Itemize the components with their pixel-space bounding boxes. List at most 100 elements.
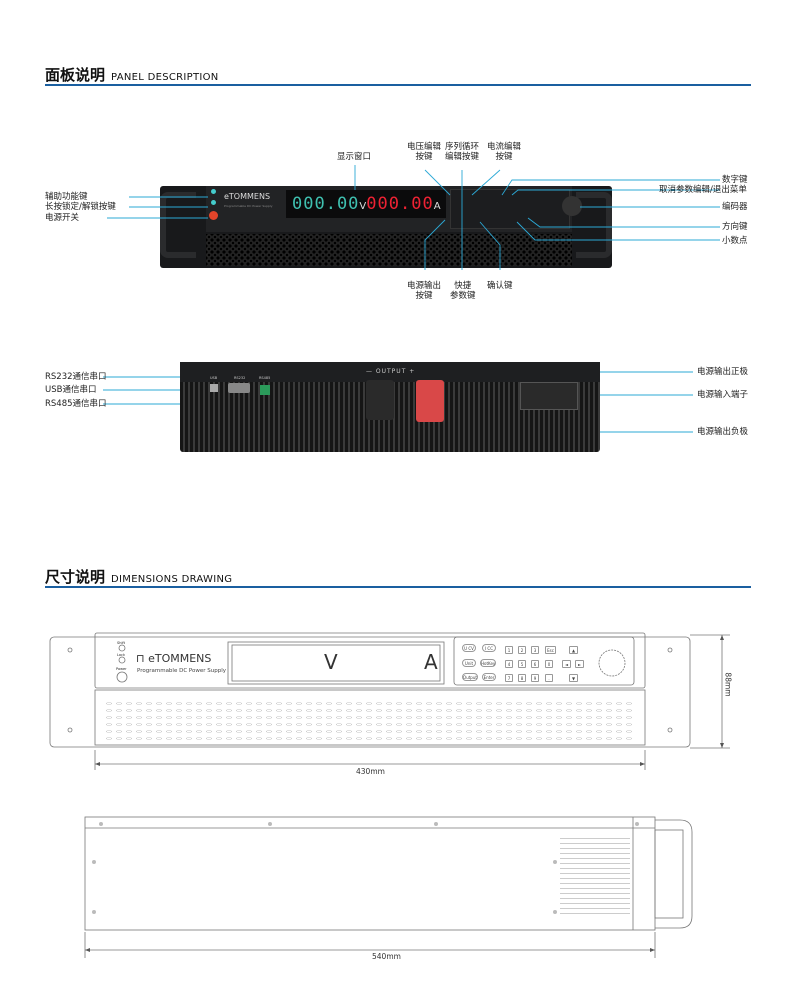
rs232-port: [228, 383, 250, 393]
drawing-key: ▲: [569, 646, 578, 654]
rs485-label: RS485: [259, 376, 271, 380]
title-en: DIMENSIONS DRAWING: [111, 574, 233, 585]
l1: 序列循环: [445, 142, 480, 152]
label-encoder: 编码器: [722, 202, 748, 212]
label-confirm: 确认键: [487, 281, 513, 291]
l1: 快捷: [454, 281, 472, 291]
drawing-key: Esc: [545, 646, 556, 654]
brand-subtitle: Programmable DC Power Supply: [224, 204, 273, 208]
amp-unit: A: [433, 201, 441, 212]
encoder-knob: [562, 196, 582, 216]
title-en: PANEL DESCRIPTION: [111, 72, 219, 83]
title-cn: 尺寸说明: [45, 568, 106, 586]
drawing-key: 9: [531, 674, 539, 682]
drawing-key: Output: [462, 673, 478, 681]
lock-label: Lock: [117, 653, 125, 657]
label-decimal: 小数点: [722, 236, 748, 246]
label-numeric: 数字键: [722, 175, 748, 185]
left-handle: [160, 192, 196, 258]
front-vent: [206, 234, 572, 266]
rs485-port: [260, 385, 270, 395]
drawing-key: U CV: [462, 644, 476, 652]
brand-logo: eTOMMENS: [224, 192, 271, 201]
drawing-key: Enter: [482, 673, 496, 681]
usb-label: USB: [210, 376, 218, 380]
l1: 电源输出: [407, 281, 442, 291]
label-input: 电源输入端子: [697, 390, 749, 400]
l2: 按键: [415, 291, 433, 301]
negative-terminal: [366, 380, 394, 420]
l2: 编辑按键: [445, 152, 480, 162]
voltage-readout: 000.00: [292, 194, 360, 214]
label-cancel: 取消参数编辑/退出菜单: [659, 185, 747, 195]
drawing-key: ▼: [569, 674, 578, 682]
title-cn: 面板说明: [45, 66, 106, 84]
rear-panel-image: — OUTPUT + USB RS232 RS485: [180, 362, 600, 452]
power-switch: [209, 211, 218, 220]
shift-label: Shift: [117, 641, 125, 645]
width-dimension: 430mm: [356, 767, 385, 776]
label-rs232: RS232通信串口: [45, 372, 107, 382]
drawing-key: 1: [505, 646, 513, 654]
drawing-key: 4: [505, 660, 513, 668]
l2: 参数键: [450, 291, 476, 301]
drawing-key: 8: [518, 674, 526, 682]
label-negative: 电源输出负极: [697, 427, 749, 437]
drawing-key: I CC: [482, 644, 496, 652]
output-label: — OUTPUT +: [366, 368, 416, 375]
label-voltage-key: 电压编辑按键: [407, 142, 441, 162]
section-divider: [45, 586, 751, 588]
drawing-key: .: [545, 674, 553, 682]
positive-terminal: [416, 380, 444, 422]
l1: 电压编辑: [407, 142, 442, 152]
label-arrows: 方向键: [722, 222, 748, 232]
l1: 电流编辑: [487, 142, 522, 152]
drawing-key: 3: [531, 646, 539, 654]
lock-button: [211, 200, 216, 205]
face: eTOMMENS Programmable DC Power Supply 00…: [206, 186, 582, 232]
label-power: 电源开关: [45, 213, 80, 223]
right-handle: [576, 192, 612, 258]
label-sequence-key: 序列循环编辑按键: [445, 142, 479, 162]
drawing-key: Unit: [462, 659, 476, 667]
drawing-key: 0: [545, 660, 553, 668]
rear-top: [180, 362, 600, 382]
label-current-key: 电流编辑按键: [487, 142, 521, 162]
input-terminal-block: [520, 382, 578, 410]
label-lock: 长按锁定/解锁按键: [45, 202, 116, 212]
front-panel-image: eTOMMENS Programmable DC Power Supply 00…: [160, 186, 612, 268]
drawing-v: V: [324, 650, 338, 674]
label-display: 显示窗口: [337, 152, 372, 162]
drawing-subtitle: Programmable DC Power Supply: [137, 668, 227, 674]
side-vents: [560, 838, 630, 918]
drawing-key: 7: [505, 674, 513, 682]
display-window: 000.00V000.00A: [286, 190, 446, 218]
label-output-key: 电源输出按键: [407, 281, 441, 301]
drawing-key: ►: [575, 660, 584, 668]
power-label: Power: [116, 667, 127, 671]
label-positive: 电源输出正极: [697, 367, 749, 377]
drawing-key: 5: [518, 660, 526, 668]
drawing-key: ◄: [562, 660, 571, 668]
dimensions-section-title: 尺寸说明 DIMENSIONS DRAWING: [45, 566, 232, 587]
rs232-label: RS232: [234, 376, 246, 380]
label-rs485: RS485通信串口: [45, 399, 107, 409]
l2: 按键: [495, 152, 513, 162]
panel-section-title: 面板说明 PANEL DESCRIPTION: [45, 64, 219, 85]
volt-unit: V: [359, 201, 367, 212]
drawing-a: A: [424, 650, 438, 674]
label-quick-key: 快捷参数键: [450, 281, 476, 301]
height-dimension: 88mm: [723, 672, 733, 697]
vent-holes: [104, 700, 636, 740]
l2: 按键: [415, 152, 433, 162]
brand-text: eTOMMENS: [148, 652, 212, 665]
drawing-key: HotKey: [480, 659, 496, 667]
label-usb: USB通信串口: [45, 385, 97, 395]
depth-dimension: 540mm: [372, 952, 401, 961]
usb-port: [210, 384, 218, 392]
label-aux: 辅助功能键: [45, 192, 88, 202]
section-divider: [45, 84, 751, 86]
aux-button: [211, 189, 216, 194]
current-readout: 000.00: [366, 194, 434, 214]
